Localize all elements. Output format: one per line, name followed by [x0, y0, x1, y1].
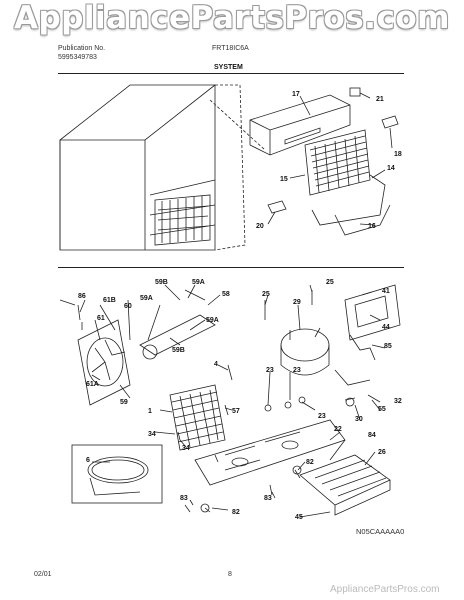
publication-number: 5995349783: [58, 54, 97, 61]
callout-41: 41: [382, 288, 390, 295]
callout-58: 58: [222, 291, 230, 298]
callout-45: 45: [295, 514, 303, 521]
callout-17: 17: [292, 91, 300, 98]
callout-59A-mid: 59A: [140, 295, 153, 302]
callout-4: 4: [214, 361, 218, 368]
callout-84: 84: [368, 432, 376, 439]
header-rule: [58, 73, 404, 74]
callout-82-lower: 82: [232, 509, 240, 516]
callout-26: 26: [378, 449, 386, 456]
callout-32: 32: [394, 398, 402, 405]
callout-25-right: 25: [326, 279, 334, 286]
power-cord-box: [71, 444, 163, 504]
part-18: [381, 115, 399, 129]
power-cord: [87, 456, 149, 484]
cabinet-drawing: [59, 84, 266, 251]
callout-20: 20: [256, 223, 264, 230]
callout-57: 57: [232, 408, 240, 415]
callout-61B: 61B: [103, 297, 116, 304]
callout-22: 22: [334, 426, 342, 433]
callout-30: 30: [355, 416, 363, 423]
callout-18: 18: [394, 151, 402, 158]
callout-14: 14: [387, 165, 395, 172]
callout-23-right: 23: [293, 367, 301, 374]
model-number: FRT18IC6A: [212, 45, 249, 52]
tubing: [334, 334, 376, 386]
callout-21: 21: [376, 96, 384, 103]
callout-23-lower: 23: [318, 413, 326, 420]
callout-59: 59: [120, 399, 128, 406]
callout-29: 29: [293, 299, 301, 306]
callout-85: 85: [384, 343, 392, 350]
diagram-code: N05CAAAAA0: [356, 527, 405, 536]
callout-16: 16: [368, 223, 376, 230]
condenser-coil: [169, 384, 226, 451]
evaporator-coil: [304, 129, 371, 196]
callout-59A-top: 59A: [192, 279, 205, 286]
callout-15: 15: [280, 176, 288, 183]
footer-date: 02/01: [34, 571, 52, 578]
callout-59B-bottom: 59B: [172, 347, 185, 354]
defrost-heater: [311, 174, 386, 226]
callout-34-bottom: 34: [182, 445, 190, 452]
footer-watermark: AppliancePartsPros.com: [330, 584, 440, 595]
watermark-title: AppliancePartsPros.com: [14, 0, 450, 36]
callout-1: 1: [148, 408, 152, 415]
callout-34-left: 34: [148, 431, 156, 438]
drain-pan: [299, 454, 391, 516]
callout-83-right: 83: [264, 495, 272, 502]
callout-44: 44: [382, 324, 390, 331]
compressor: [280, 327, 330, 376]
callout-60: 60: [124, 303, 132, 310]
heater-clip: [334, 204, 391, 236]
callout-86: 86: [78, 293, 86, 300]
section-title: SYSTEM: [214, 64, 243, 71]
relay-bracket: [344, 284, 401, 341]
part-20: [267, 200, 287, 214]
callout-6: 6: [86, 457, 90, 464]
callout-55: 55: [378, 406, 386, 413]
callout-83-left: 83: [180, 495, 188, 502]
callout-82-upper: 82: [306, 459, 314, 466]
callout-59A-right: 59A: [206, 317, 219, 324]
callout-25-left: 25: [262, 291, 270, 298]
callout-23-left: 23: [266, 367, 274, 374]
section-divider: [58, 267, 404, 268]
part-21: [349, 87, 361, 97]
footer-page: 8: [228, 571, 232, 578]
publication-label: Publication No.: [58, 45, 106, 52]
callout-61: 61: [97, 315, 105, 322]
callout-61A: 61A: [86, 381, 99, 388]
callout-59B-top: 59B: [155, 279, 168, 286]
condenser-fan-assembly: [59, 289, 216, 406]
evaporator-cover: [249, 94, 351, 156]
